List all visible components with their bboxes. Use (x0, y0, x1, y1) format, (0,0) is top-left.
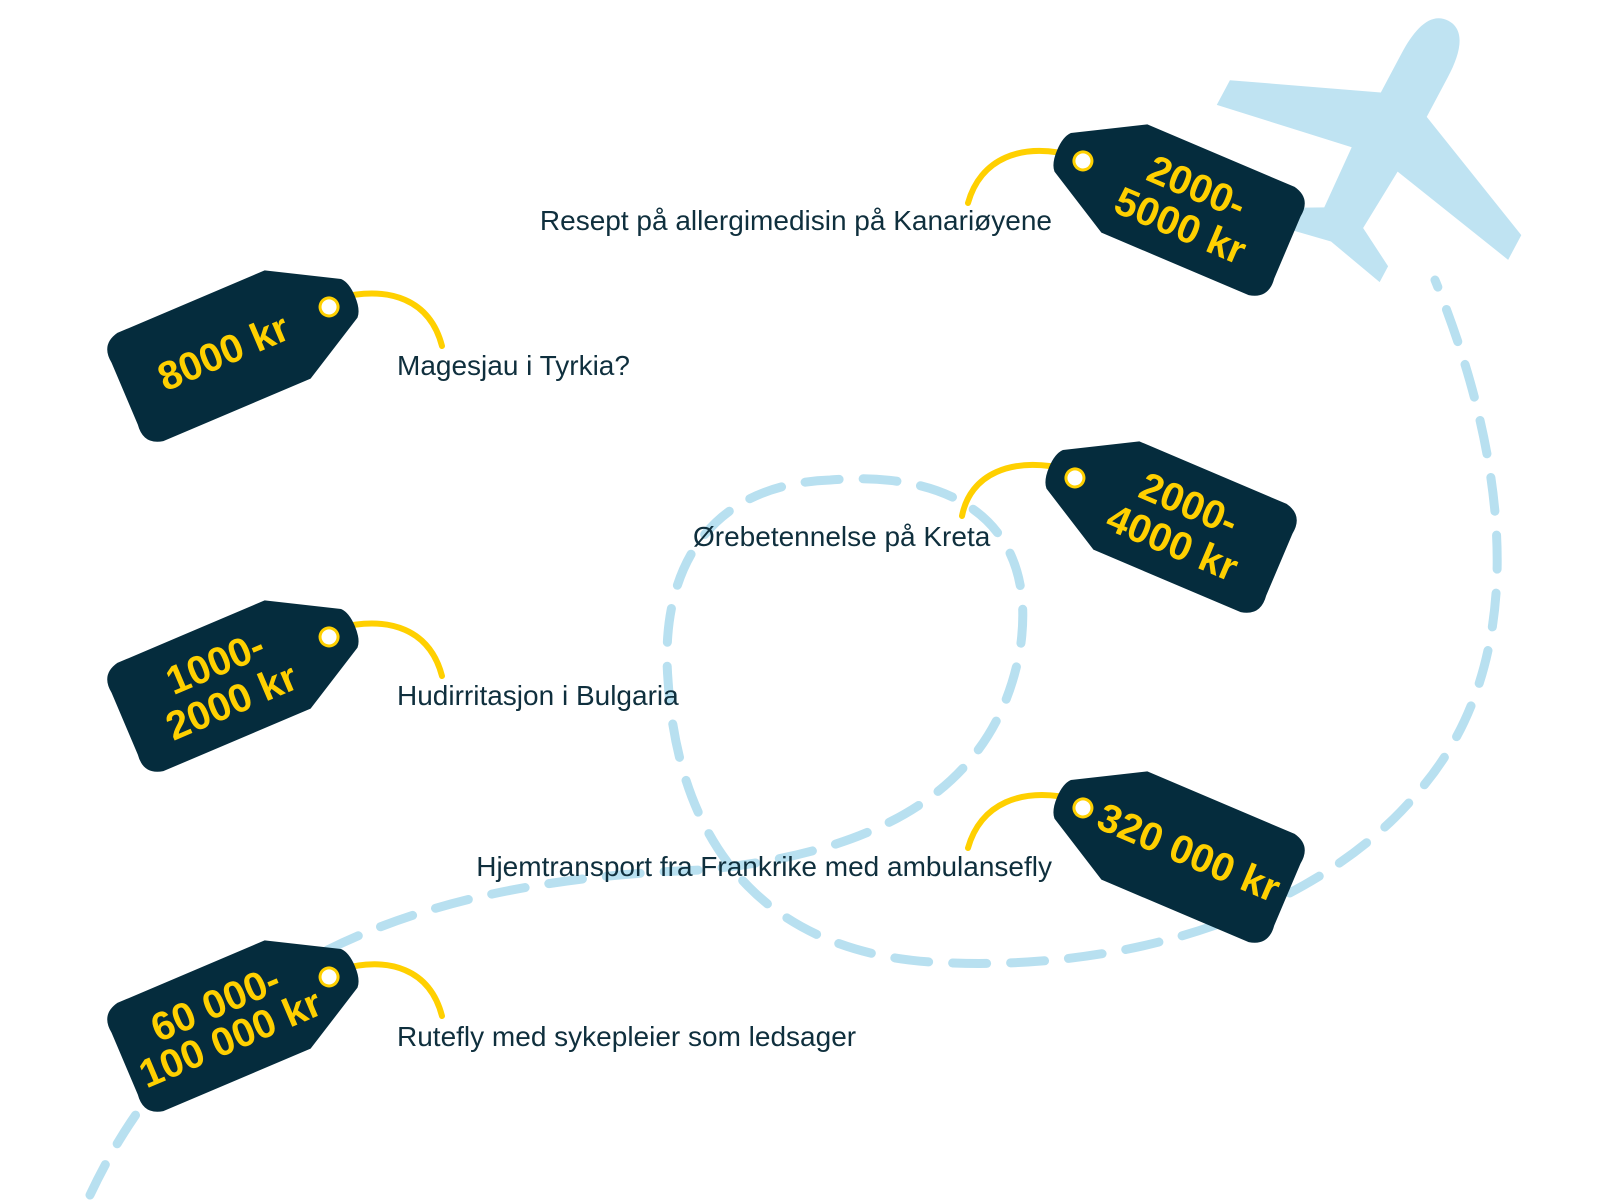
tag-hole (1072, 150, 1094, 172)
price-tag-icon: 320 000 kr (1053, 771, 1305, 943)
caption-stomach: Magesjau i Tyrkia? (397, 350, 630, 381)
tag-hole (1064, 467, 1086, 489)
price-tag-icon: 60 000-100 000 kr (107, 940, 359, 1112)
caption-ambulance: Hjemtransport fra Frankrike med ambulans… (476, 851, 1052, 882)
caption-nurse: Rutefly med sykepleier som ledsager (397, 1021, 856, 1052)
tag-hole (318, 296, 340, 318)
flight-path (85, 275, 1502, 1200)
tag-hole (1072, 797, 1094, 819)
price-tag-ear: 2000-4000 kr Ørebetennelse på Kreta (693, 441, 1297, 613)
tag-string (335, 290, 445, 349)
tag-hole (318, 626, 340, 648)
tag-hole (318, 966, 340, 988)
price-tag-icon: 8000 kr (107, 270, 359, 442)
price-tag-stomach: 8000 kr Magesjau i Tyrkia? (107, 270, 630, 442)
tag-string (335, 620, 445, 679)
caption-ear: Ørebetennelse på Kreta (693, 521, 991, 552)
price-tag-skin: 1000-2000 kr Hudirritasjon i Bulgaria (107, 600, 679, 772)
price-tag-icon: 2000-5000 kr (1053, 124, 1305, 296)
tag-string (335, 961, 445, 1019)
price-tag-icon: 1000-2000 kr (107, 600, 359, 772)
price-tag-icon: 2000-4000 kr (1045, 441, 1297, 613)
caption-skin: Hudirritasjon i Bulgaria (397, 680, 679, 711)
price-tag-nurse: 60 000-100 000 kr Rutefly med sykepleier … (107, 940, 856, 1112)
caption-allergy: Resept på allergimedisin på Kanariøyene (540, 205, 1052, 236)
